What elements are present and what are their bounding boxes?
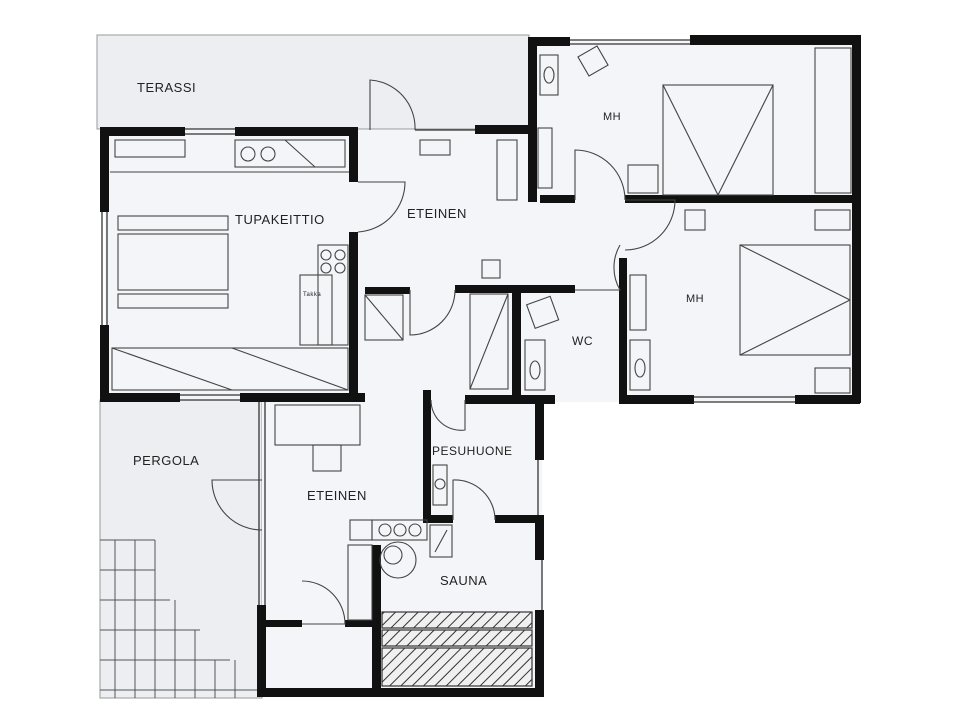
room-label-mh-top: MH	[603, 111, 621, 123]
pergola-area	[99, 399, 263, 699]
pergola-grid	[100, 539, 260, 698]
room-label-terassi: TERASSI	[137, 80, 196, 95]
interior-floor	[105, 40, 858, 692]
room-label-tupakeittio: TUPAKEITTIO	[235, 212, 325, 227]
sauna-benches	[381, 611, 533, 687]
room-label-sauna: SAUNA	[440, 573, 487, 588]
terrace-area	[96, 34, 530, 130]
fixture-label-takka: Takka	[303, 292, 321, 298]
furniture	[110, 45, 852, 621]
room-label-wc: WC	[572, 334, 593, 348]
room-label-eteinen-bottom: ETEINEN	[307, 488, 367, 503]
room-label-eteinen-top: ETEINEN	[407, 206, 467, 221]
walls	[100, 35, 861, 697]
thin-walls-windows	[101, 39, 795, 610]
doors	[211, 79, 676, 625]
room-label-pergola: PERGOLA	[133, 453, 199, 468]
room-label-pesuhuone: PESUHUONE	[432, 444, 513, 458]
room-label-mh-right: MH	[686, 293, 704, 305]
